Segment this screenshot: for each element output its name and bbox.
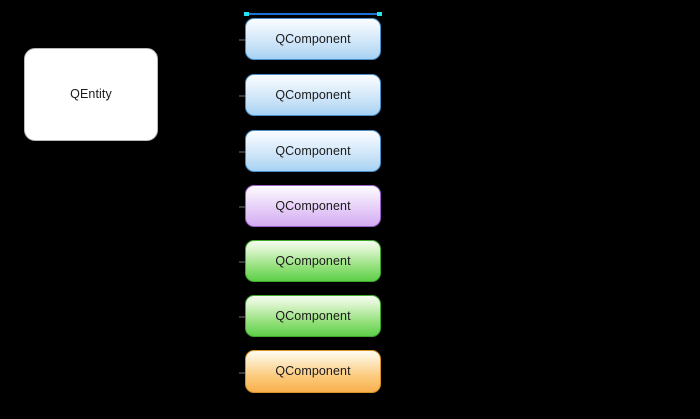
node-qentity-label: QEntity [70,87,112,102]
connector-stub [239,261,245,263]
connector-stub [239,151,245,153]
connector-stub [239,206,245,208]
node-qcomponent-4[interactable]: QComponent [245,185,381,227]
node-qcomponent-3[interactable]: QComponent [245,130,381,172]
selection-handle-right[interactable] [377,12,382,16]
node-qcomponent-2-label: QComponent [275,87,351,102]
selection-top-line [245,13,381,15]
connector-stub [239,95,245,97]
connector-stub [239,371,245,374]
node-qcomponent-6-label: QComponent [275,308,351,323]
node-qcomponent-5[interactable]: QComponent [245,240,381,282]
node-qcomponent-6[interactable]: QComponent [245,295,381,337]
node-qcomponent-1[interactable]: QComponent [245,18,381,60]
connector-stub [239,39,245,41]
node-qentity[interactable]: QEntity [24,48,158,141]
node-qcomponent-4-label: QComponent [275,198,351,213]
connector-stub [239,316,245,318]
node-qcomponent-3-label: QComponent [275,143,351,158]
node-qcomponent-7-label: QComponent [275,364,351,379]
node-qcomponent-1-label: QComponent [275,31,351,46]
node-qcomponent-7[interactable]: QComponent [245,350,381,393]
node-qcomponent-2[interactable]: QComponent [245,74,381,116]
node-qcomponent-5-label: QComponent [275,253,351,268]
selection-handle-left[interactable] [244,12,249,16]
